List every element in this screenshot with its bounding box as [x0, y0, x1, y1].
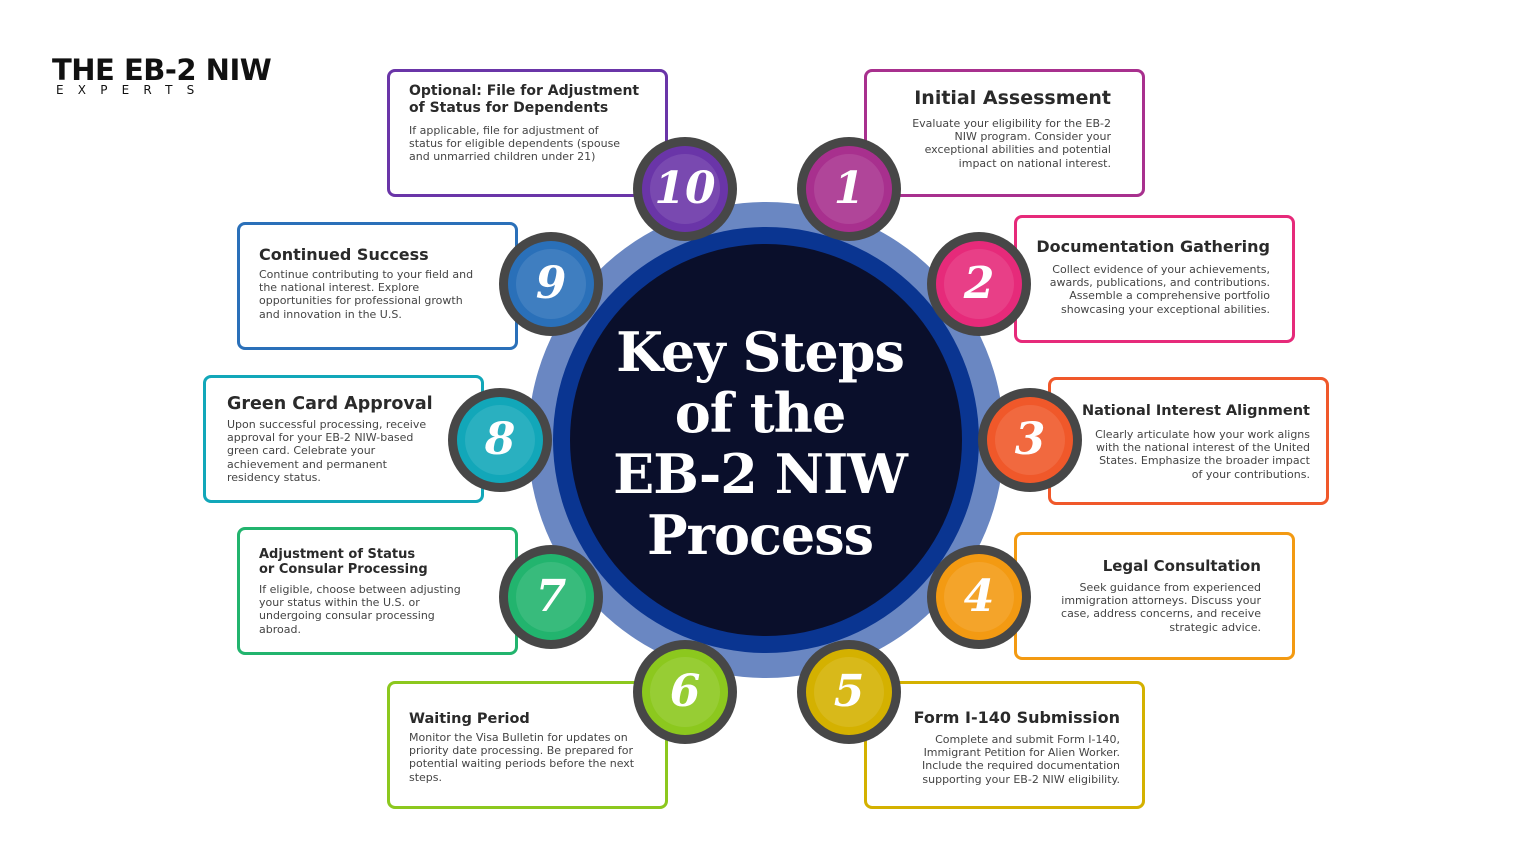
step-card-9: Continued Success Continue contributing …: [237, 222, 518, 350]
step-description: Complete and submit Form I-140, Immigran…: [922, 733, 1120, 786]
step-number-badge-9: 9: [499, 232, 603, 336]
step-title: Documentation Gathering: [1036, 237, 1270, 256]
step-number-badge-1: 1: [797, 137, 901, 241]
hub-title-line: EB-2 NIW: [613, 442, 908, 506]
step-description: Seek guidance from experienced immigrati…: [1061, 581, 1261, 634]
hub-title-line: of the: [674, 381, 847, 445]
step-card-2: Documentation Gathering Collect evidence…: [1014, 215, 1295, 343]
step-description: Monitor the Visa Bulletin for updates on…: [409, 731, 635, 784]
step-title: Legal Consultation: [1102, 557, 1261, 575]
badge-fill: [987, 397, 1073, 483]
step-card-3: National Interest Alignment Clearly arti…: [1048, 377, 1329, 505]
badge-fill: [806, 649, 892, 735]
badge-fill: [508, 554, 594, 640]
step-card-10: Optional: File for Adjustment of Status …: [387, 69, 668, 197]
step-number: 2: [963, 258, 995, 309]
step-description: Upon successful processing, receive appr…: [227, 418, 427, 484]
badge-fill: [642, 649, 728, 735]
badge-fill: [508, 241, 594, 327]
step-number: 1: [833, 163, 865, 214]
hub-core-circle: [570, 244, 962, 636]
step-card-8: Green Card Approval Upon successful proc…: [203, 375, 484, 503]
badge-fill: [457, 397, 543, 483]
step-title: Waiting Period: [409, 711, 530, 727]
badge-fill: [806, 146, 892, 232]
hub-title-line: Key Steps: [616, 320, 905, 384]
badge-fill: [936, 241, 1022, 327]
step-number-badge-3: 3: [978, 388, 1082, 492]
step-title: Continued Success: [259, 245, 429, 264]
step-number: 10: [654, 163, 716, 214]
step-number-badge-10: 10: [633, 137, 737, 241]
step-title: Initial Assessment: [914, 87, 1111, 109]
hub-title-line: Process: [646, 503, 874, 567]
step-description: Continue contributing to your field and …: [259, 268, 474, 321]
badge-fill: [936, 554, 1022, 640]
step-description: If applicable, file for adjustment of st…: [409, 124, 621, 164]
step-title: Form I-140 Submission: [913, 708, 1120, 727]
step-card-6: Waiting Period Monitor the Visa Bulletin…: [387, 681, 668, 809]
logo-main-text: THE EB-2 NIW: [52, 53, 272, 87]
step-number-badge-2: 2: [927, 232, 1031, 336]
step-number-badge-7: 7: [499, 545, 603, 649]
hub-title: Key Steps of the EB-2 NIW Process: [570, 322, 950, 566]
step-description: Evaluate your eligibility for the EB-2 N…: [912, 117, 1111, 170]
step-card-5: Form I-140 Submission Complete and submi…: [864, 681, 1145, 809]
step-title: Adjustment of Status or Consular Process…: [259, 547, 428, 577]
step-title: Optional: File for Adjustment of Status …: [409, 83, 640, 116]
step-number: 7: [535, 571, 567, 622]
step-number: 4: [963, 571, 995, 622]
badge-fill: [642, 146, 728, 232]
step-title: National Interest Alignment: [1081, 403, 1310, 419]
step-description: If eligible, choose between adjusting yo…: [259, 583, 461, 636]
logo: THE EB-2 NIW EXPERTS: [52, 55, 278, 96]
step-number-badge-5: 5: [797, 640, 901, 744]
step-number: 5: [833, 666, 865, 717]
step-card-1: Initial Assessment Evaluate your eligibi…: [864, 69, 1145, 197]
step-number: 9: [535, 258, 567, 309]
step-description: Collect evidence of your achievements, a…: [1049, 263, 1270, 316]
step-description: Clearly articulate how your work aligns …: [1095, 428, 1310, 481]
logo-sub-text: EXPERTS: [56, 83, 209, 97]
step-number-badge-8: 8: [448, 388, 552, 492]
step-number: 3: [1014, 414, 1046, 465]
step-card-7: Adjustment of Status or Consular Process…: [237, 527, 518, 655]
step-card-4: Legal Consultation Seek guidance from ex…: [1014, 532, 1295, 660]
step-number-badge-6: 6: [633, 640, 737, 744]
step-number-badge-4: 4: [927, 545, 1031, 649]
step-number: 6: [669, 666, 701, 717]
step-number: 8: [484, 414, 516, 465]
step-title: Green Card Approval: [227, 394, 433, 414]
